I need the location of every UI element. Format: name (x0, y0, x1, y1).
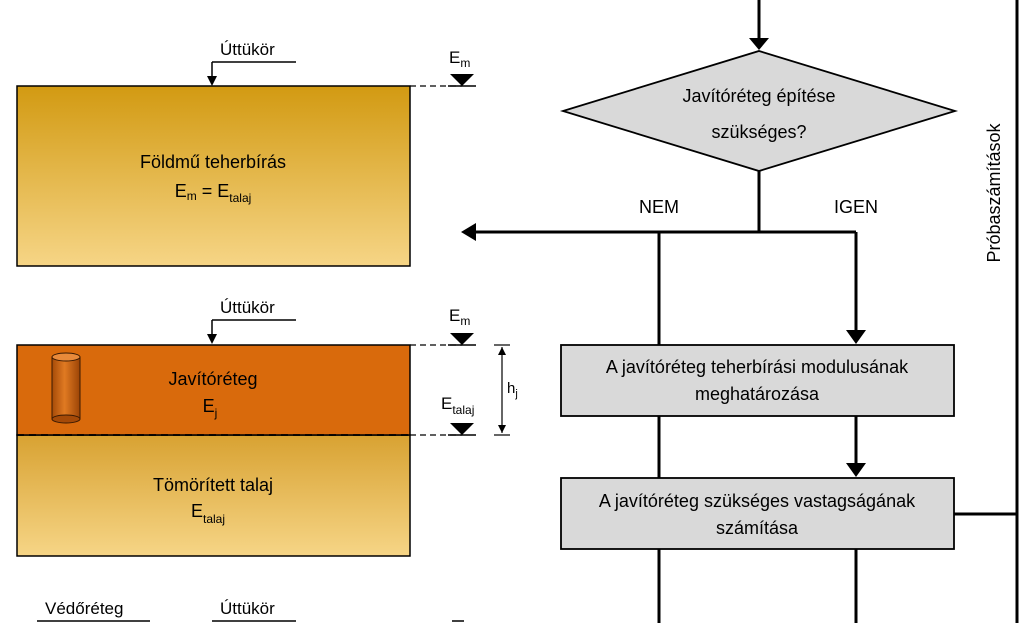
branch-no-label: NEM (639, 197, 679, 217)
level-marker-icon (450, 333, 474, 345)
modulus-marker-2: Em (449, 306, 470, 328)
decision-text-line2: szükséges? (711, 122, 806, 142)
compacted-soil-layer (16, 434, 411, 557)
thickness-label: hj (507, 380, 518, 400)
step-box-thickness (560, 477, 955, 550)
surface-label-3: Úttükör (220, 599, 275, 618)
subgrade-equation: Em = Etalaj (175, 181, 252, 205)
flowchart: Javítóréteg építése szükséges? NEM IGEN … (461, 0, 1019, 623)
arrow-left-icon (461, 223, 476, 241)
surface-label-1: Úttükör (220, 40, 275, 59)
sample-cylinder-icon (51, 352, 81, 424)
surface-label-2: Úttükör (220, 298, 275, 317)
level-marker-icon (450, 74, 474, 86)
branch-yes-label: IGEN (834, 197, 878, 217)
improvement-modulus: Ej (203, 396, 218, 420)
arrow-down-icon (846, 463, 866, 477)
arrow-down-icon (749, 38, 769, 50)
step1-text-line2: meghatározása (695, 384, 820, 404)
trial-calculations-label: Próbaszámítások (984, 122, 1004, 262)
subgrade-title: Földmű teherbírás (140, 152, 286, 172)
surface-pointer-2 (207, 319, 296, 344)
step-box-modulus (560, 344, 955, 417)
thickness-dimension (494, 344, 510, 436)
subgrade-layer (16, 85, 411, 267)
soil-modulus: Etalaj (191, 501, 225, 526)
surface-pointer-1 (207, 61, 296, 86)
improvement-layer (16, 344, 411, 436)
step1-text-line1: A javítóréteg teherbírási modulusának (606, 357, 909, 377)
soil-layer-title: Tömörített talaj (153, 475, 273, 495)
decision-diamond (559, 50, 959, 172)
modulus-marker-1: Em (449, 48, 470, 70)
panel-3: Védőréteg Úttükör (37, 599, 464, 622)
panel-1: Úttükör Földmű teherbírás Em = Etalaj Em (16, 40, 476, 267)
step2-text-line1: A javítóréteg szükséges vastagságának (599, 491, 916, 511)
level-marker-icon (450, 423, 474, 435)
step2-text-line2: számítása (716, 518, 799, 538)
protective-layer-label: Védőréteg (45, 599, 123, 618)
arrow-down-icon (846, 330, 866, 344)
improvement-layer-title: Javítóréteg (168, 369, 257, 389)
decision-text-line1: Javítóréteg építése (682, 86, 835, 106)
panel-2: Úttükör Javítóréteg Ej Tömörített talaj … (16, 298, 518, 557)
soil-marker: Etalaj (441, 394, 474, 417)
